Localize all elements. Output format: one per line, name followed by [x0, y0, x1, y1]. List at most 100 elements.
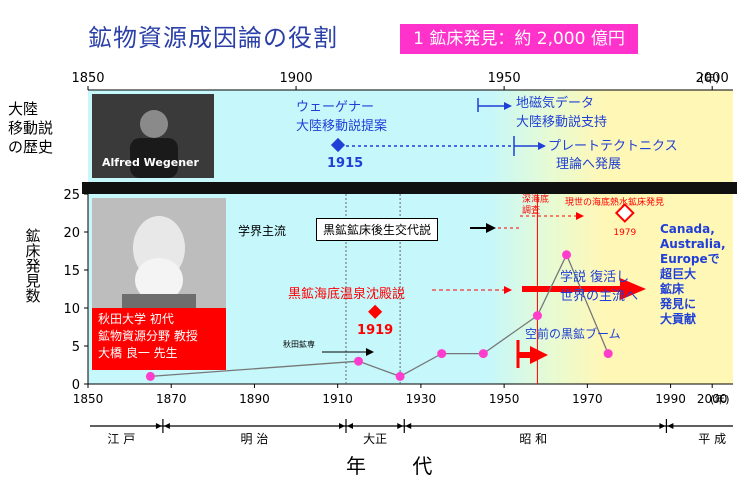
contribution-text: Canada, Australia, Europeで 超巨大 鉱床 発見に 大貢… — [660, 222, 726, 327]
contribution-line: 鉱床 — [660, 282, 685, 296]
point-1979-marker — [614, 203, 635, 223]
proposal-line: 大陸移動説提案 — [296, 119, 388, 134]
contribution-line: Canada, — [660, 222, 715, 236]
point-1919-marker — [368, 304, 383, 319]
data-point — [478, 349, 488, 359]
x-tick-label: 1970 — [572, 392, 603, 406]
y-axis-label: 鉱床発見数 — [22, 228, 42, 307]
akita-arrow-head-icon — [366, 348, 374, 356]
proposal-marker — [330, 137, 346, 153]
wegener-caption: Alfred Wegener — [102, 156, 199, 169]
row-label-line: 移動説 — [8, 119, 54, 137]
era-label: 昭 和 — [519, 432, 547, 446]
caption-line: 秋田大学 初代 — [98, 312, 174, 326]
boom-arrow-head-icon — [530, 346, 548, 364]
boom-text: 空前の黒鉱ブーム — [525, 327, 621, 341]
hot-spring-arrow-head-icon — [504, 286, 512, 294]
proposal-text: ウェーゲナー 大陸移動説提案 — [296, 98, 387, 136]
y-tick-label: 20 — [63, 226, 80, 241]
y-tick-label: 5 — [72, 340, 80, 355]
x-tick-label: 1930 — [406, 392, 437, 406]
x-unit-label: (年) — [710, 392, 730, 406]
point-1979-label: 1979 — [613, 228, 636, 238]
top-axis-tick-label: 1950 — [488, 71, 521, 86]
contribution-line: 超巨大 — [660, 267, 697, 281]
page-title: 鉱物資源成因論の役割 — [88, 24, 338, 52]
data-point — [437, 349, 447, 359]
contribution-line: 発見に — [660, 297, 697, 311]
y-axis-label-text: 鉱床発見数 — [23, 228, 42, 303]
contribution-line: 大貢献 — [660, 312, 697, 326]
proposal-line: ウェーゲナー — [296, 100, 375, 115]
contribution-line: Australia, — [660, 237, 726, 251]
plate-line: 理論へ発展 — [556, 157, 622, 172]
paleomag-line: 大陸移動説支持 — [516, 115, 608, 130]
revival-arrow-head-icon — [620, 278, 646, 300]
caption-line: 鉱物資源分野 教授 — [98, 329, 198, 343]
era-arrow-icon — [155, 423, 162, 429]
x-tick-label: 1870 — [156, 392, 187, 406]
era-arrow-icon — [405, 423, 412, 429]
deep-sea-arrow-head-icon — [576, 212, 584, 220]
era-arrow-icon — [163, 423, 170, 429]
deep-sea-label: 深海底 調査 — [522, 195, 549, 217]
y-tick-label: 25 — [63, 188, 80, 203]
era-arrow-icon — [339, 423, 345, 429]
revival-arrow-line — [522, 286, 622, 292]
deep-sea-line: 調査 — [522, 206, 541, 216]
point-1919-label: 1919 — [357, 323, 393, 338]
era-label: 平 成 — [698, 432, 726, 446]
arrow-head-icon — [504, 102, 512, 110]
y-tick-label: 10 — [63, 302, 80, 317]
y-tick-label: 15 — [63, 264, 80, 279]
ohashi-caption: 秋田大学 初代 鉱物資源分野 教授 大橋 良一 先生 — [92, 308, 226, 370]
series-line — [150, 253, 609, 378]
data-point — [145, 371, 155, 381]
portrait-icon — [92, 94, 214, 178]
hot-spring-theory: 黒鉱海底温泉沈殿説 — [288, 287, 406, 302]
paleomag-line: 地磁気データ — [516, 96, 595, 111]
x-tick-label: 1850 — [73, 392, 104, 406]
top-axis-tick-label: 1900 — [280, 71, 313, 86]
akita-mine-label: 秋田鉱専 — [283, 340, 315, 349]
data-point — [532, 311, 542, 321]
data-point — [353, 356, 363, 366]
x-tick-label: 1990 — [655, 392, 686, 406]
row-label-drift: 大陸 移動説 の歴史 — [8, 100, 53, 157]
top-axis-unit: (年) — [700, 71, 720, 85]
contribution-line: Europeで — [660, 252, 720, 266]
era-arrow-icon — [397, 423, 404, 429]
x-tick-label: 1950 — [489, 392, 520, 406]
paleomag-text: 地磁気データ 大陸移動説支持 — [516, 94, 607, 132]
wegener-photo: Alfred Wegener — [92, 94, 214, 178]
era-label: 大正 — [363, 432, 387, 446]
proposal-year: 1915 — [327, 156, 364, 171]
x-tick-label: 2000 — [697, 392, 728, 406]
cost-badge: 1 鉱床発見：約 2,000 億円 — [400, 24, 638, 54]
row-label-line: 大陸 — [8, 100, 39, 118]
era-arrow-icon — [667, 423, 674, 429]
plate-text: プレートテクトニクス 理論へ発展 — [548, 138, 678, 174]
caption-line: 大橋 良一 先生 — [98, 346, 178, 360]
deep-sea-line: 深海底 — [522, 195, 550, 205]
y-tick-label: 0 — [72, 378, 80, 393]
plate-line: プレートテクトニクス — [548, 139, 678, 154]
row-label-line: の歴史 — [8, 138, 54, 156]
mainstream-arrow-head-icon — [486, 223, 496, 233]
data-point — [562, 250, 572, 260]
data-point — [395, 371, 405, 381]
revival-line: 世界の主流へ — [560, 289, 639, 304]
top-axis-tick-label: 1850 — [71, 71, 104, 86]
footer-label: 年 代 — [346, 454, 453, 478]
x-tick-label: 1910 — [322, 392, 353, 406]
era-arrow-icon — [347, 423, 353, 429]
data-point — [603, 349, 613, 359]
era-label: 江 戸 — [107, 432, 135, 446]
modern-hydro-label: 現世の海底熱水鉱床発見 — [565, 198, 665, 208]
era-label: 明 治 — [241, 432, 269, 446]
mainstream-label: 学界主流 — [238, 224, 287, 238]
